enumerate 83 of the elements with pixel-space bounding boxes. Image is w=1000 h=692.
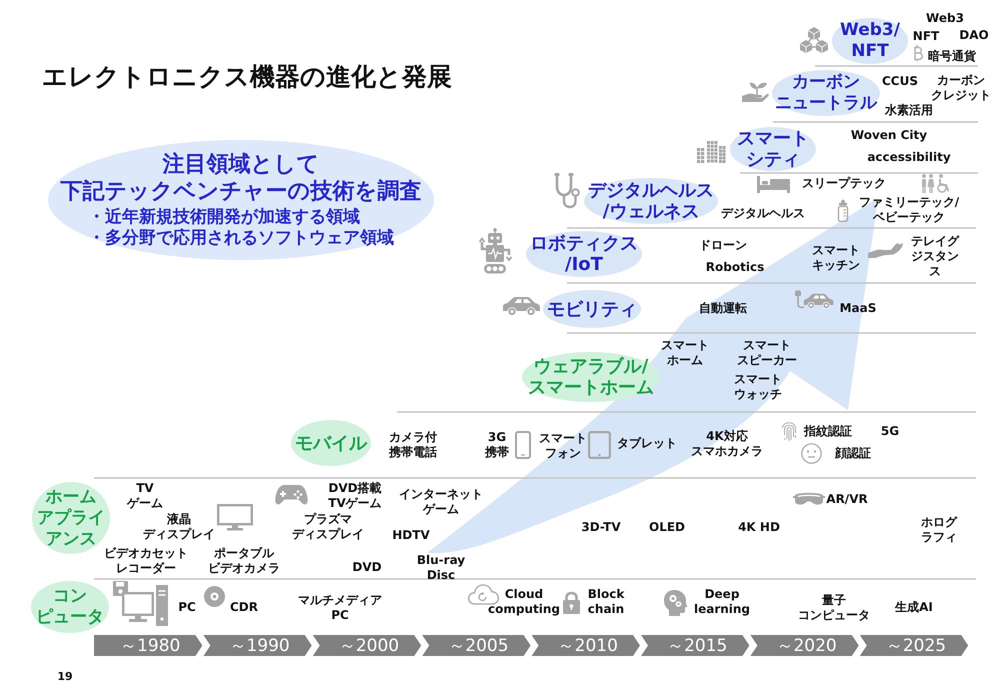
- tech-label: TVゲーム: [127, 480, 163, 510]
- tech-label: ビデオカセットレコーダー: [104, 546, 188, 576]
- category-title: Web3/ NFT: [840, 20, 900, 62]
- tech-label: HDTV: [392, 528, 430, 542]
- tech-label: ドローン: [699, 238, 747, 252]
- timeline-step: [532, 635, 640, 656]
- tech-label: マルチメディアPC: [298, 592, 382, 622]
- tech-label: 4K対応スマホカメラ: [691, 428, 763, 458]
- tech-label: 顔認証: [835, 446, 871, 460]
- category-title: スマートシティ: [737, 128, 809, 170]
- tech-label: スマートホーム: [661, 338, 709, 368]
- period-label: ～2000: [338, 634, 400, 656]
- category-title: デジタルヘルス/ウェルネス: [588, 180, 714, 222]
- category-title: ホームアプライアンス: [37, 486, 105, 550]
- period-label: ～2005: [447, 634, 509, 656]
- tech-label: カメラ付携帯電話: [389, 430, 437, 460]
- tech-label: MaaS: [840, 300, 876, 316]
- tech-label: accessibility: [867, 150, 951, 164]
- tech-label: タブレット: [617, 436, 677, 450]
- period-label: ～1980: [119, 634, 180, 656]
- category-title: モビリティ: [547, 298, 637, 320]
- timeline-step: [94, 635, 202, 656]
- heading-text: 注目領域として下記テックベンチャーの技術を調査: [60, 151, 422, 205]
- tech-label: インターネットゲーム: [399, 486, 483, 516]
- tech-label: スマートスピーカー: [737, 338, 797, 368]
- tech-label: DVD: [352, 560, 382, 574]
- slide-title: エレクトロニクス機器の進化と発展: [42, 62, 452, 92]
- tech-label: DAO: [959, 28, 989, 42]
- tech-label: ポータブルビデオカメラ: [208, 546, 280, 576]
- period-label: ～2025: [884, 634, 946, 656]
- tech-label: プラズマディスプレイ: [292, 512, 364, 542]
- tech-label: Robotics: [706, 260, 764, 274]
- period-label: ～2010: [556, 634, 618, 656]
- tech-label: スリープテック: [802, 176, 886, 190]
- tech-label: NFT: [912, 28, 940, 44]
- tech-label: デジタルヘルス: [721, 206, 805, 220]
- tech-label: DVD搭載TVゲーム: [328, 480, 382, 510]
- bullet-text: ・近年新規技術開発が加速する領域: [88, 207, 360, 228]
- tech-label: PC: [178, 600, 196, 614]
- tech-label: AR/VR: [826, 492, 868, 506]
- tech-label: 3G携帯: [485, 430, 509, 460]
- tech-label: スマートキッチン: [812, 242, 860, 272]
- tech-label: 水素活用: [885, 102, 933, 118]
- tech-label: スマートフォン: [539, 430, 587, 460]
- tech-label: 液晶ディスプレイ: [143, 512, 215, 542]
- tech-label: 暗号通貨: [928, 48, 976, 64]
- tech-label: Cloud computing: [488, 586, 560, 616]
- tech-label: Blu-ray Disc: [416, 552, 466, 582]
- tech-label: カーボンクレジット: [931, 72, 991, 102]
- tech-label: ファミリーテック/ベビーテック: [858, 194, 960, 224]
- period-label: ～2015: [666, 634, 728, 656]
- tech-label: Woven City: [850, 128, 928, 142]
- tech-label: Deep learning: [694, 586, 750, 616]
- tech-label: OLED: [649, 520, 685, 534]
- tech-label: CCUS: [882, 74, 918, 88]
- tech-label: スマートウォッチ: [734, 372, 782, 402]
- timeline-step: [860, 635, 968, 656]
- page-number: 19: [57, 670, 73, 682]
- category-title: モバイル: [295, 432, 367, 454]
- tech-label: 量子コンピュータ: [798, 592, 870, 622]
- category-title: ウェアラブル/スマートホーム: [528, 356, 654, 398]
- tech-label: 3D-TV: [581, 520, 621, 534]
- timeline-step: [203, 635, 312, 656]
- tech-label: CDR: [230, 600, 258, 614]
- tech-label: Web3: [926, 10, 964, 26]
- period-label: ～1990: [228, 634, 290, 656]
- category-title: コンピュータ: [36, 586, 104, 628]
- tech-label: 指紋認証: [804, 424, 852, 438]
- timeline-step: [641, 635, 750, 656]
- tech-label: 5G: [880, 424, 900, 438]
- tech-label: 生成AI: [895, 600, 933, 614]
- category-title: ロボティクス/IoT: [530, 233, 638, 275]
- tech-label: ホログラフィ: [921, 514, 957, 544]
- tech-label: 4K HD: [738, 520, 780, 534]
- category-title: カーボンニュートラル: [775, 72, 877, 114]
- tech-label: 自動運転: [699, 300, 747, 316]
- timeline-step: [312, 635, 422, 656]
- tech-label: Block chain: [588, 586, 624, 616]
- period-label: ～2020: [775, 634, 837, 656]
- timeline-step: [422, 635, 531, 656]
- bullet-text: ・多分野で応用されるソフトウェア領域: [88, 228, 394, 249]
- timeline-step: [750, 635, 859, 656]
- tech-label: テレイグジスタンス: [911, 234, 959, 278]
